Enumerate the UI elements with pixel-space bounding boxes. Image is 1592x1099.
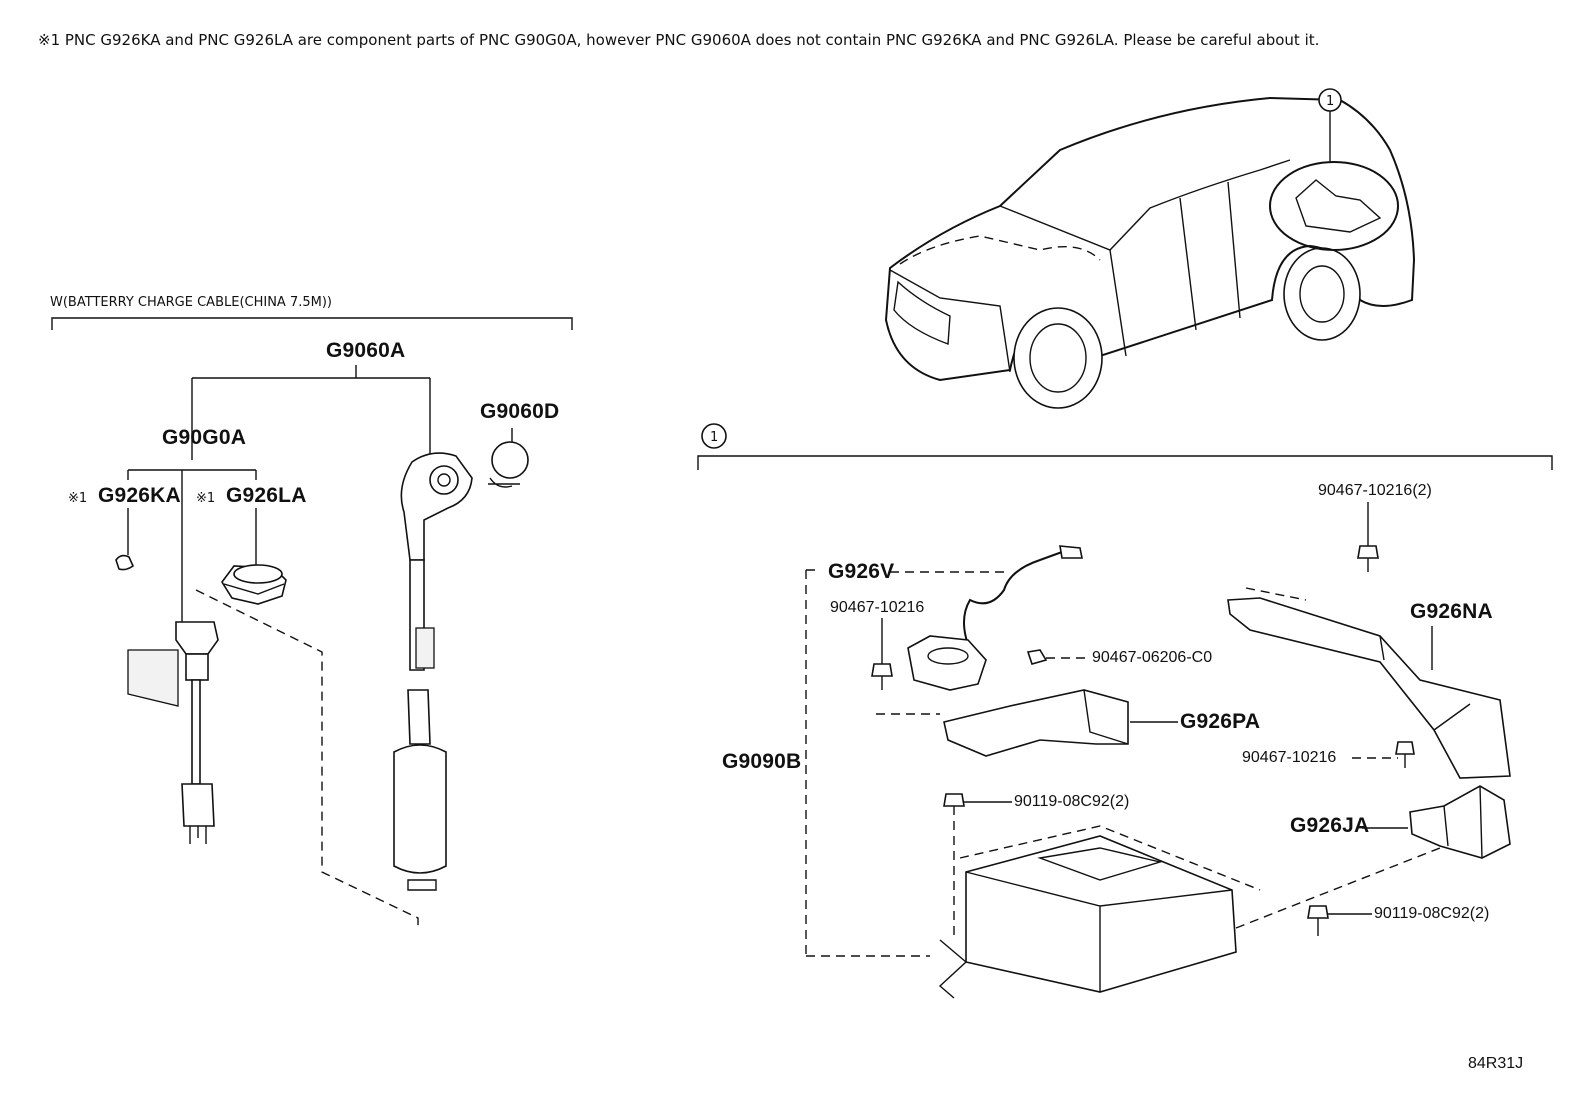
caution-note: ※1 PNC G926KA and PNC G926LA are compone…: [38, 31, 1319, 49]
vehicle-drawing: [884, 88, 1416, 409]
group-callout-circle: [701, 423, 727, 449]
g926v-harness-drawing: [907, 545, 1083, 691]
g926na-duct-drawing: [1227, 587, 1511, 779]
g926pa-duct-drawing: [876, 689, 1129, 757]
bolt-top-drawing: [1357, 545, 1379, 572]
g926ja-bracket-drawing: [1409, 785, 1511, 859]
charge-gun-drawing: [393, 452, 473, 891]
bolt-left-drawing: [871, 663, 893, 690]
label-g926na: G926NA: [1410, 600, 1493, 623]
label-g926la: G926LA: [226, 484, 307, 507]
g926la-cap-drawing: [221, 564, 287, 605]
ka-la-leaders: [127, 508, 257, 565]
label-g926ja: G926JA: [1290, 814, 1369, 837]
label-bolt-right: 90467-10216: [1242, 749, 1336, 766]
note-mark-ka: ※1: [68, 491, 87, 506]
label-clip: 90467-06206-C0: [1092, 649, 1212, 666]
label-g9090b: G9090B: [722, 750, 801, 773]
label-g926ka: G926KA: [98, 484, 181, 507]
label-g9060d: G9060D: [480, 400, 559, 423]
label-bolt-left: 90467-10216: [830, 599, 924, 616]
screw-mid-drawing: [943, 793, 965, 940]
g9060d-cap-drawing: [488, 441, 529, 488]
group-callout: 1: [710, 430, 718, 445]
label-bolt-top: 90467-10216(2): [1318, 482, 1432, 499]
leader-g9090b: [805, 569, 930, 957]
label-g926v: G926V: [828, 560, 894, 583]
g926ka-cap-drawing: [115, 554, 134, 571]
group-bracket: [51, 317, 573, 330]
label-screw-right: 90119-08C92(2): [1374, 905, 1489, 922]
g9060a-leader: [191, 365, 431, 470]
label-g90g0a: G90G0A: [162, 426, 246, 449]
right-group-bracket: [697, 455, 1553, 470]
screw-right-drawing: [1307, 905, 1329, 936]
bolt-right-drawing: [1395, 741, 1415, 768]
label-g926pa: G926PA: [1180, 710, 1260, 733]
g90g0a-leader: [127, 469, 257, 630]
drawing-code: 84R31J: [1468, 1055, 1523, 1072]
note-mark-la: ※1: [196, 491, 215, 506]
clip-drawing: [1026, 649, 1048, 665]
label-screw-mid: 90119-08C92(2): [1014, 793, 1129, 810]
charger-unit-drawing: [938, 825, 1441, 999]
vehicle-callout: 1: [1326, 94, 1334, 109]
group-title: W(BATTERRY CHARGE CABLE(CHINA 7.5M)): [50, 295, 332, 310]
plug-cable-drawing: [127, 589, 419, 930]
label-g9060a: G9060A: [326, 339, 405, 362]
